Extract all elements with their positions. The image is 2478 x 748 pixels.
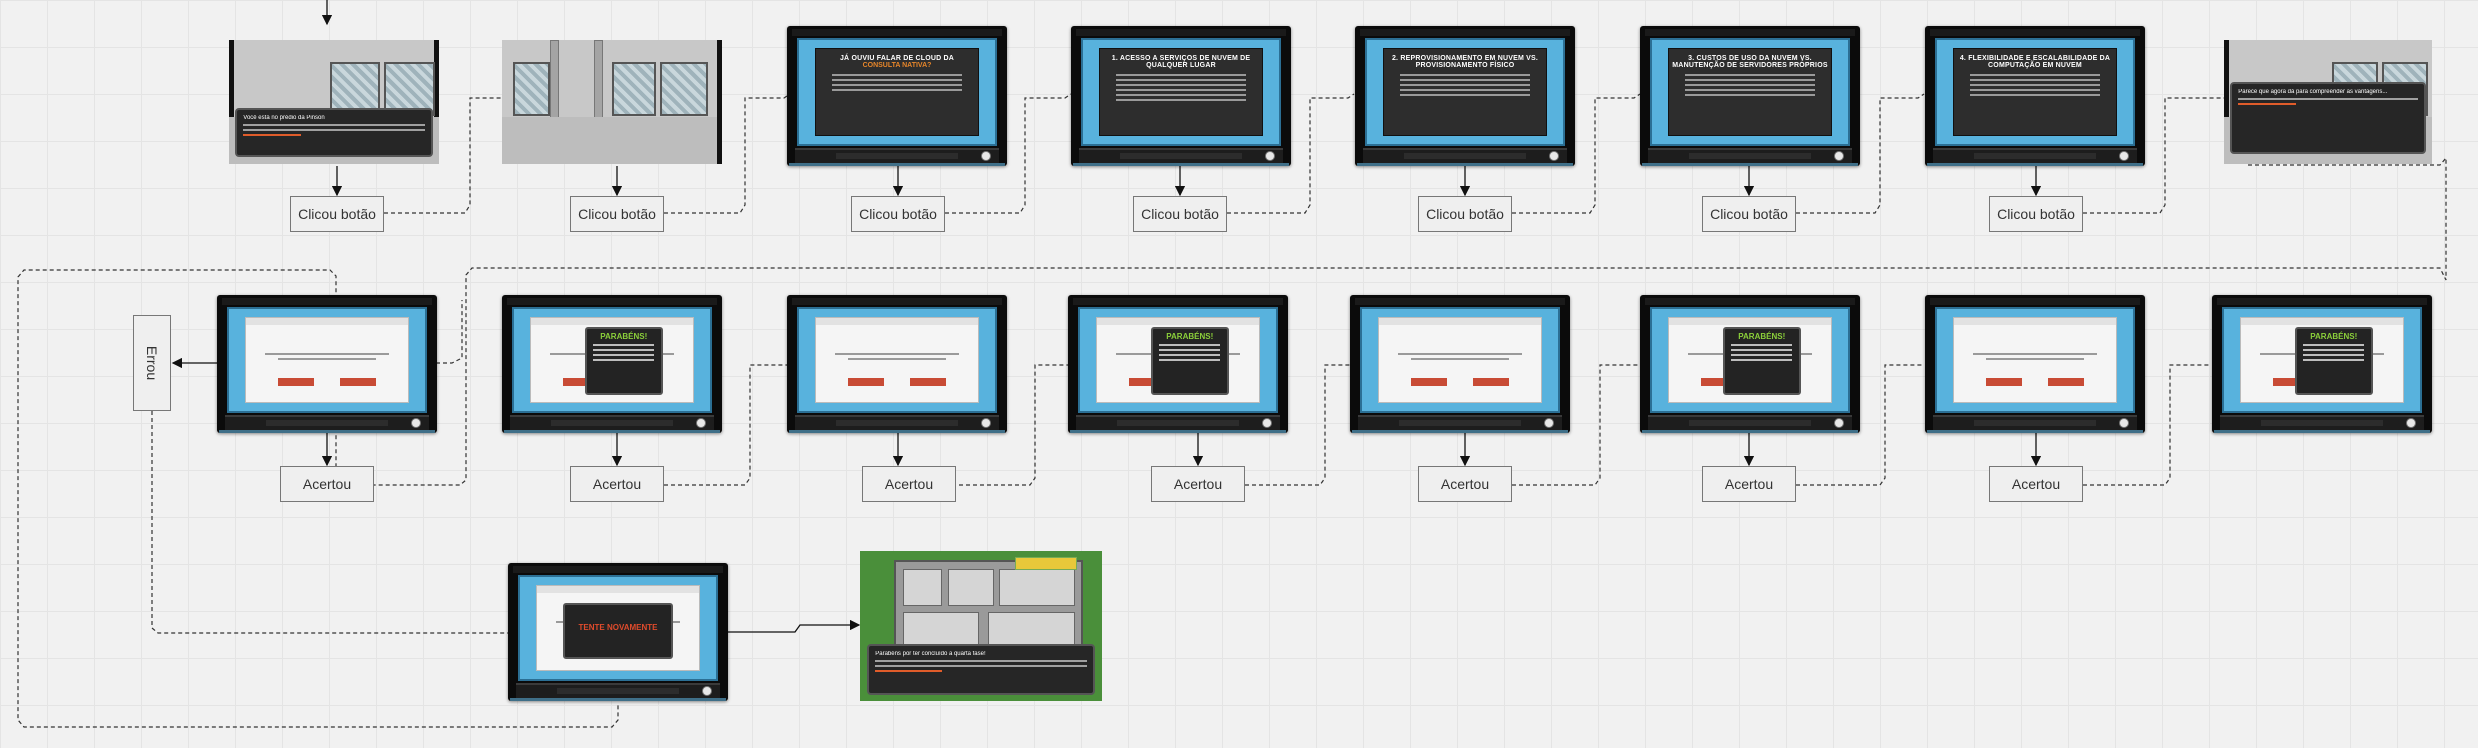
try-again-title: TENTE NOVAMENTE — [578, 622, 658, 632]
slide-3-title: 2. REPROVISIONAMENTO EM NUVEM VS. PROVIS… — [1391, 55, 1539, 70]
quiz-4-screen — [1925, 295, 2145, 433]
correct-node-6[interactable]: Acertou — [1702, 466, 1796, 502]
node-label: Acertou — [1724, 476, 1774, 492]
try-again-popup: TENTE NOVAMENTE — [563, 602, 673, 659]
correct-node-5[interactable]: Acertou — [1418, 466, 1512, 502]
final-room-dialog: Parece que agora dá para compreender as … — [2230, 82, 2426, 155]
node-label: Acertou — [592, 476, 642, 492]
clicked-button-node-5[interactable]: Clicou botão — [1418, 196, 1512, 232]
quiz-3-correct-screen: PARABÉNS! — [1640, 295, 1860, 433]
quiz-2-correct-screen: PARABÉNS! — [1068, 295, 1288, 433]
node-label: Acertou — [884, 476, 934, 492]
congrats-title: PARABÉNS! — [1166, 332, 1214, 342]
slide-3-screen: 2. REPROVISIONAMENTO EM NUVEM VS. PROVIS… — [1355, 26, 1575, 166]
clicked-button-node-3[interactable]: Clicou botão — [851, 196, 945, 232]
congrats-title: PARABÉNS! — [1738, 332, 1786, 342]
node-label: Clicou botão — [859, 206, 937, 222]
congrats-popup: PARABÉNS! — [2294, 327, 2373, 395]
correct-node-2[interactable]: Acertou — [570, 466, 664, 502]
office-room-screen — [502, 40, 722, 164]
quiz-4-correct-screen: PARABÉNS! — [2212, 295, 2432, 433]
slide-1-title: JÁ OUVIU FALAR DE CLOUD DA — [839, 55, 955, 63]
correct-node-7[interactable]: Acertou — [1989, 466, 2083, 502]
node-label: Acertou — [302, 476, 352, 492]
slide-5-screen: 4. FLEXIBILIDADE E ESCALABILIDADE DA COM… — [1925, 26, 2145, 166]
clicked-button-node-2[interactable]: Clicou botão — [570, 196, 664, 232]
map-dialog: Parabéns por ter concluído a quarta fase… — [867, 644, 1095, 695]
clicked-button-node-4[interactable]: Clicou botão — [1133, 196, 1227, 232]
try-again-screen: TENTE NOVAMENTE — [508, 563, 728, 701]
clicked-button-node-1[interactable]: Clicou botão — [290, 196, 384, 232]
slide-1-highlight: CONSULTA NATIVA? — [862, 62, 932, 70]
map-dialog-highlight — [875, 670, 943, 672]
game-map-screen: Parabéns por ter concluído a quarta fase… — [860, 551, 1102, 701]
slide-4-screen: 3. CUSTOS DE USO DA NUVEM VS. MANUTENÇÃO… — [1640, 26, 1860, 166]
intro-room-screen: Você está no prédio da Pinson — [229, 40, 439, 164]
congrats-popup: PARABÉNS! — [584, 327, 663, 395]
slide-5-title: 4. FLEXIBILIDADE E ESCALABILIDADE DA COM… — [1959, 55, 2111, 70]
congrats-popup: PARABÉNS! — [1150, 327, 1229, 395]
node-label: Acertou — [2011, 476, 2061, 492]
wrong-answer-node[interactable]: Errou — [133, 315, 171, 411]
quiz-2-screen — [787, 295, 1007, 433]
slide-2-screen: 1. ACESSO A SERVIÇOS DE NUVEM DE QUALQUE… — [1071, 26, 1291, 166]
congrats-title: PARABÉNS! — [2310, 332, 2358, 342]
node-label: Clicou botão — [1710, 206, 1788, 222]
quiz-3-screen — [1350, 295, 1570, 433]
intro-dialog-text: Você está no prédio da Pinson — [243, 115, 325, 122]
correct-node-4[interactable]: Acertou — [1151, 466, 1245, 502]
correct-node-1[interactable]: Acertou — [280, 466, 374, 502]
map-dialog-title: Parabéns por ter concluído a quarta fase… — [875, 651, 986, 657]
node-label: Clicou botão — [1997, 206, 2075, 222]
slide-4-title: 3. CUSTOS DE USO DA NUVEM VS. MANUTENÇÃO… — [1672, 55, 1828, 70]
clicked-button-node-6[interactable]: Clicou botão — [1702, 196, 1796, 232]
final-room-dialog-text: Parece que agora dá para compreender as … — [2238, 89, 2388, 96]
node-label: Errou — [143, 345, 160, 381]
node-label: Clicou botão — [1141, 206, 1219, 222]
quiz-1-correct-screen: PARABÉNS! — [502, 295, 722, 433]
correct-node-3[interactable]: Acertou — [862, 466, 956, 502]
slide-1-screen: JÁ OUVIU FALAR DE CLOUD DA CONSULTA NATI… — [787, 26, 1007, 166]
node-label: Acertou — [1173, 476, 1223, 492]
quiz-1-screen — [217, 295, 437, 433]
congrats-popup: PARABÉNS! — [1722, 327, 1801, 395]
node-label: Clicou botão — [578, 206, 656, 222]
node-label: Clicou botão — [298, 206, 376, 222]
node-label: Clicou botão — [1426, 206, 1504, 222]
node-label: Acertou — [1440, 476, 1490, 492]
clicked-button-node-7[interactable]: Clicou botão — [1989, 196, 2083, 232]
congrats-title: PARABÉNS! — [600, 332, 648, 342]
intro-dialog: Você está no prédio da Pinson — [235, 108, 433, 157]
final-room-screen: Parece que agora dá para compreender as … — [2224, 40, 2432, 164]
slide-2-title: 1. ACESSO A SERVIÇOS DE NUVEM DE QUALQUE… — [1111, 55, 1251, 70]
